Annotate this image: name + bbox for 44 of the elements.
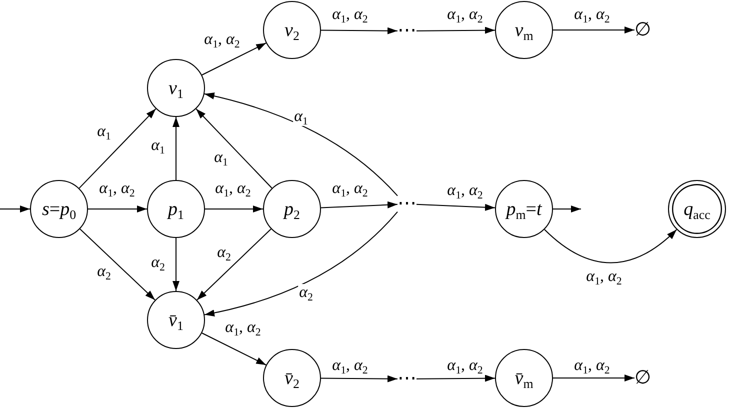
state-circle xyxy=(30,180,88,238)
transition-arrow xyxy=(196,228,272,300)
state-label: p$_{2}$ xyxy=(284,200,300,218)
empty-set-text: ∅ xyxy=(634,368,652,388)
transition-arrow xyxy=(172,238,180,292)
ellipsis-text: ⋯ xyxy=(398,22,416,40)
transition-arrow xyxy=(416,374,496,382)
state-label: v̄$_{2}$ xyxy=(284,368,300,388)
transition-arrow xyxy=(204,211,398,316)
edge-label: α$_{2}$ xyxy=(298,284,314,302)
transition-arrow xyxy=(204,206,264,212)
transition-arrow xyxy=(88,206,148,212)
transition-arrow xyxy=(78,108,156,189)
state-circle xyxy=(147,291,205,349)
state-circle xyxy=(147,59,205,117)
transition-arrow xyxy=(172,116,180,180)
transition-arrow xyxy=(552,26,635,34)
ellipsis-text: ⋯ xyxy=(398,370,416,388)
state-circle xyxy=(263,180,321,238)
transition-arrow xyxy=(201,332,267,366)
transition-arrow xyxy=(320,375,398,382)
state-label: s=p$_{0}$ xyxy=(42,200,76,218)
state-label: v̄$_{1}$ xyxy=(168,310,184,330)
transition-arrow xyxy=(80,228,156,300)
transition-arrow xyxy=(416,204,496,211)
transition-arrow xyxy=(320,27,398,34)
state-label: p$_{1}$ xyxy=(168,200,184,218)
empty-set-text: ∅ xyxy=(634,20,652,40)
transition-arrow xyxy=(196,108,272,189)
state-label: p$_{m}$=t xyxy=(506,200,542,218)
state-label: v$_{m}$ xyxy=(514,20,534,40)
transition-arrow xyxy=(0,206,30,212)
ellipsis-text: ⋯ xyxy=(398,194,416,214)
state-label: v$_{2}$ xyxy=(284,20,300,40)
transition-arrow xyxy=(320,201,398,208)
transition-arrow xyxy=(416,26,496,34)
transition-arrow xyxy=(552,374,635,382)
transition-arrow xyxy=(204,92,398,196)
state-label: v̄$_{m}$ xyxy=(514,368,534,388)
state-label: q$_{acc}$ xyxy=(684,200,710,218)
state-label: v$_{1}$ xyxy=(168,78,184,98)
transition-arrow xyxy=(544,229,678,264)
transition-arrow xyxy=(201,42,267,76)
transition-arrow xyxy=(552,206,582,212)
